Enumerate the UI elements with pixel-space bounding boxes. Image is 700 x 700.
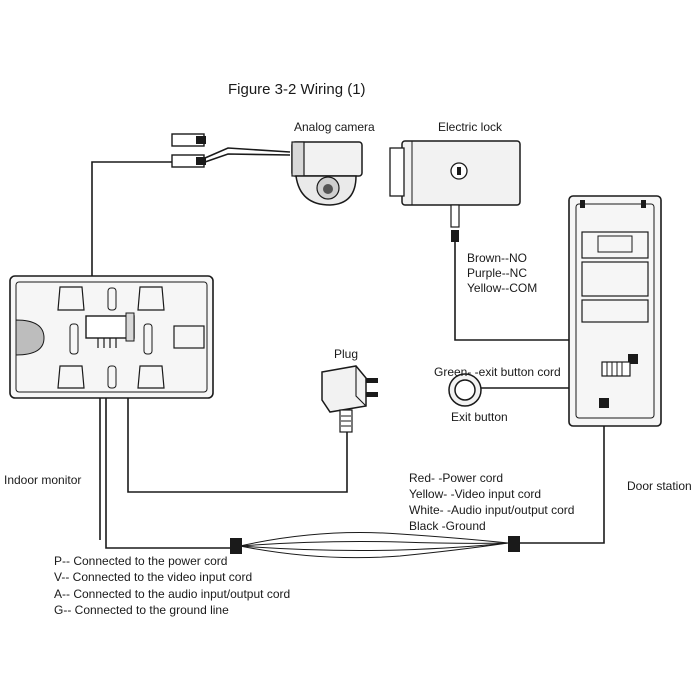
electric-lock-label: Electric lock (438, 120, 503, 134)
cable-bundle (239, 532, 509, 559)
exit-button-device (448, 373, 482, 407)
plug-device (321, 365, 378, 433)
door-station-label: Door station (627, 479, 692, 493)
plug-label: Plug (334, 347, 358, 361)
exit-button-label: Exit button (451, 410, 508, 424)
legend: P-- Connected to the power cord V-- Conn… (54, 554, 290, 617)
camera-cable (91, 161, 178, 318)
electric-lock-device (389, 140, 521, 242)
camera-split-upper (204, 147, 291, 159)
lock-wire-list: Brown--NO Purple--NC Yellow--COM (467, 251, 537, 295)
legend-audio: A-- Connected to the audio input/output … (54, 587, 290, 601)
cable-black: Black -Ground (409, 519, 486, 533)
lock-wire-yellow: Yellow--COM (467, 281, 537, 295)
lock-wire-brown: Brown--NO (467, 251, 527, 265)
exit-button-cord-label: Green- -exit button cord (434, 365, 561, 379)
figure-title: Figure 3-2 Wiring (1) (228, 81, 366, 98)
analog-camera-device (291, 141, 363, 206)
cable-white: White- -Audio input/output cord (409, 503, 574, 517)
cable-yellow: Yellow- -Video input cord (409, 487, 541, 501)
plug-cable (127, 318, 348, 493)
cable-color-list: Red- -Power cord Yellow- -Video input co… (409, 471, 574, 533)
cable-red: Red- -Power cord (409, 471, 503, 485)
camera-split-lower (204, 153, 291, 163)
bundle-connector-left (230, 538, 242, 554)
door-station-device (568, 195, 662, 427)
bundle-connector-right (508, 536, 520, 552)
legend-power: P-- Connected to the power cord (54, 554, 227, 568)
legend-video: V-- Connected to the video input cord (54, 570, 252, 584)
legend-ground: G-- Connected to the ground line (54, 603, 229, 617)
analog-camera-label: Analog camera (294, 120, 375, 134)
lock-wire-purple: Purple--NC (467, 266, 527, 280)
monitor-cable-b (105, 340, 232, 549)
indoor-monitor-label: Indoor monitor (4, 473, 81, 487)
rca-connectors (171, 133, 206, 168)
indoor-monitor-device (9, 275, 214, 399)
door-cable (520, 405, 605, 544)
